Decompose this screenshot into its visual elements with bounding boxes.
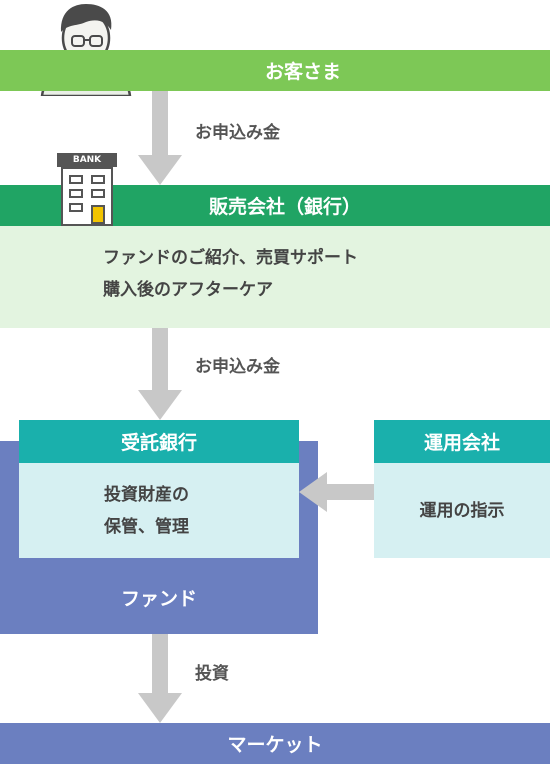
flow-label-application-2: お申込み金 xyxy=(195,357,280,377)
management-company-header: 運用会社 xyxy=(374,420,550,463)
down-arrow-3 xyxy=(138,634,182,723)
trustee-line-1: 投資財産の xyxy=(104,485,189,505)
trustee-bank-body: 投資財産の 保管、管理 xyxy=(19,463,299,558)
trustee-bank-title: 受託銀行 xyxy=(120,432,197,454)
left-arrow-instruction xyxy=(299,472,374,512)
distributor-line-1: ファンドのご紹介、売買サポート xyxy=(103,248,358,268)
trustee-line-2: 保管、管理 xyxy=(104,517,189,537)
bank-building-icon: BANK xyxy=(57,153,117,226)
distributor-line-2: 購入後のアフターケア xyxy=(103,280,273,300)
flow-label-application-1: お申込み金 xyxy=(195,123,280,143)
trustee-bank-header: 受託銀行 xyxy=(19,420,299,463)
distributor-title: 販売会社（銀行） xyxy=(208,196,361,218)
flow-label-investment: 投資 xyxy=(195,664,229,684)
bank-sign: BANK xyxy=(57,153,117,167)
down-arrow-2 xyxy=(138,328,182,420)
market-bar: マーケット xyxy=(0,723,550,764)
market-label: マーケット xyxy=(227,734,323,756)
fund-label: ファンド xyxy=(120,587,197,610)
customer-bar: お客さま xyxy=(0,50,550,91)
down-arrow-1 xyxy=(138,91,182,185)
management-instruction-text: 運用の指示 xyxy=(419,500,505,521)
management-company-body: 運用の指示 xyxy=(374,463,550,558)
distributor-description-panel: ファンドのご紹介、売買サポート 購入後のアフターケア xyxy=(0,226,550,328)
customer-label: お客さま xyxy=(264,61,341,83)
management-company-title: 運用会社 xyxy=(423,432,500,454)
